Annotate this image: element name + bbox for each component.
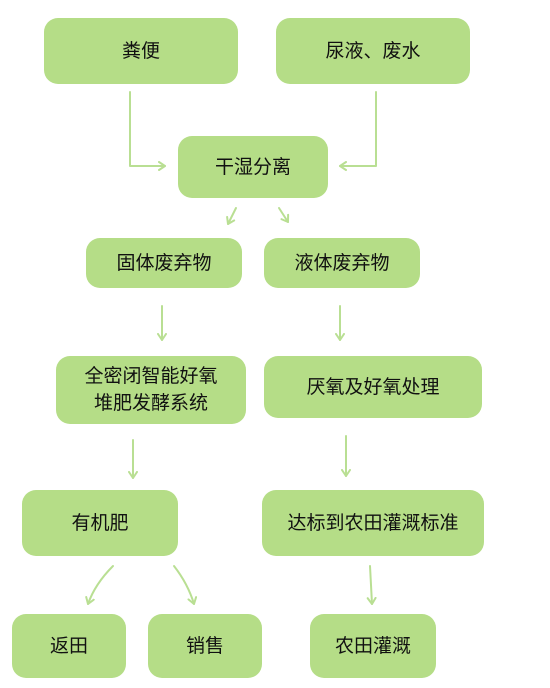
node-anaerobic-aerobic-treatment: 厌氧及好氧处理: [264, 356, 482, 418]
node-urine-wastewater-label: 尿液、废水: [325, 39, 421, 62]
node-return-field-label: 返田: [49, 634, 88, 657]
node-dry-wet-separation: 干湿分离: [178, 136, 328, 198]
node-feces: 粪便: [44, 18, 238, 84]
node-solid-waste: 固体废弃物: [86, 238, 242, 288]
node-sale-label: 销售: [185, 634, 224, 657]
node-aerobic-compost-system-label: 全密闭智能好氧 堆肥发酵系统: [84, 365, 218, 414]
arrow-fertilizer-to-return: [85, 565, 114, 605]
arrow-feces-to-separation: [129, 91, 166, 171]
node-return-field: 返田: [12, 614, 126, 678]
node-solid-waste-label: 固体废弃物: [116, 251, 212, 274]
node-anaerobic-aerobic-treatment-label: 厌氧及好氧处理: [306, 375, 440, 398]
arrow-urine-to-separation: [339, 91, 377, 171]
node-dry-wet-separation-label: 干湿分离: [214, 155, 291, 178]
arrow-separation-to-solid: [226, 207, 237, 225]
node-urine-wastewater: 尿液、废水: [276, 18, 470, 84]
node-sale: 销售: [148, 614, 262, 678]
node-farmland-irrigation: 农田灌溉: [310, 614, 436, 678]
arrow-standard-to-irrigation: [366, 565, 377, 605]
arrow-fertilizer-to-sale: [173, 565, 198, 605]
node-feces-label: 粪便: [121, 39, 160, 62]
node-organic-fertilizer-label: 有机肥: [71, 511, 129, 534]
node-aerobic-compost-system: 全密闭智能好氧 堆肥发酵系统: [56, 356, 246, 424]
node-farmland-irrigation-label: 农田灌溉: [334, 634, 411, 657]
node-irrigation-standard: 达标到农田灌溉标准: [262, 490, 484, 556]
node-liquid-waste: 液体废弃物: [264, 238, 420, 288]
node-irrigation-standard-label: 达标到农田灌溉标准: [287, 511, 459, 534]
node-liquid-waste-label: 液体废弃物: [294, 251, 390, 274]
arrow-separation-to-liquid: [278, 207, 290, 223]
node-organic-fertilizer: 有机肥: [22, 490, 178, 556]
